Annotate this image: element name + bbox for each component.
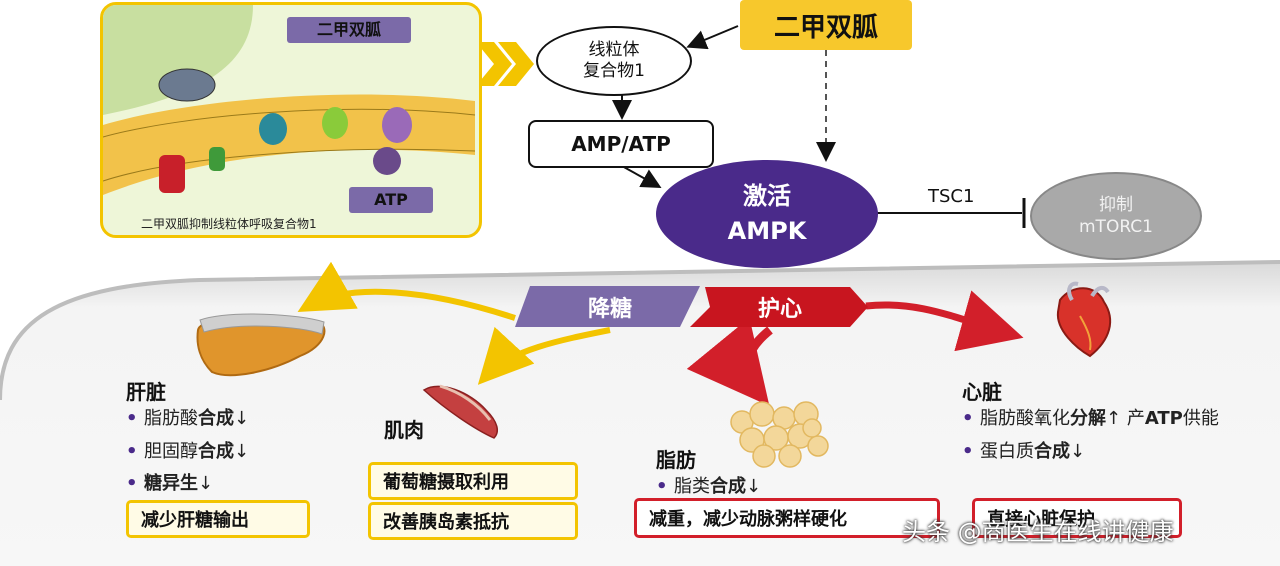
- list-item: 胆固醇合成↓: [126, 441, 356, 464]
- mtorc1-ellipse: 抑制 mTORC1: [1030, 172, 1202, 260]
- arrow-metformin-to-complex: [686, 25, 739, 50]
- mitochondria-illustration: [103, 5, 476, 195]
- banner-glucose: 降糖: [587, 296, 632, 322]
- liver-illustration: [196, 313, 326, 377]
- metformin-box: 二甲双胍: [740, 0, 912, 50]
- arrow-to-fat: [686, 317, 773, 406]
- list-item: 脂肪酸合成↓: [126, 408, 356, 431]
- list-item: 脂肪酸氧化分解↑ 产ATP供能: [962, 408, 1262, 431]
- inset-tag-metformin: 二甲双胍: [287, 17, 411, 43]
- chevron-arrows: [476, 42, 534, 86]
- muscle-heading: 肌肉: [384, 418, 424, 442]
- ampk-line1: 激活: [743, 182, 791, 211]
- banner-heart-shape: [690, 287, 868, 327]
- mito-complex-line1: 线粒体: [588, 39, 640, 60]
- muscle-outcome-box-2: 改善胰岛素抵抗: [368, 502, 578, 540]
- mtorc-line1: 抑制: [1099, 194, 1133, 215]
- liver-outcome-box: 减少肝糖输出: [126, 500, 310, 538]
- heart-effects-list: 脂肪酸氧化分解↑ 产ATP供能 蛋白质合成↓: [962, 408, 1262, 473]
- arrow-to-heart: [865, 290, 1024, 352]
- complex-i-shape: [159, 155, 185, 193]
- arrow-to-liver: [297, 261, 516, 321]
- muscle-illustration: [422, 384, 499, 439]
- mitochondria-inset: 二甲双胍 ATP 二甲双胍抑制线粒体呼吸复合物1: [100, 2, 482, 238]
- inset-caption: 二甲双胍抑制线粒体呼吸复合物1: [141, 217, 317, 231]
- muscle-outcome-box-1: 葡萄糖摄取利用: [368, 462, 578, 500]
- watermark-text: 头条 @商医生在线讲健康: [902, 518, 1174, 546]
- banner-glucose-shape: [515, 286, 700, 327]
- inset-tag-atp: ATP: [349, 187, 433, 213]
- fat-outcome-box: 减重，减少动脉粥样硬化: [634, 498, 940, 538]
- heart-outcome-box: 直接心脏保护: [972, 498, 1182, 538]
- mtorc-line2: mTORC1: [1079, 217, 1153, 237]
- heart-heading: 心脏: [962, 380, 1002, 404]
- amp-atp-box: AMP/ATP: [528, 120, 714, 168]
- fat-cells-illustration: [730, 401, 829, 468]
- list-item: 糖异生↓: [126, 473, 356, 496]
- mito-complex-line2: 复合物1: [583, 61, 645, 81]
- ampk-line2: AMPK: [727, 217, 807, 245]
- fat-heading: 脂肪: [656, 448, 696, 472]
- mito-complex-ellipse: 线粒体复合物1: [536, 26, 692, 96]
- liver-effects-list: 脂肪酸合成↓ 胆固醇合成↓ 糖异生↓: [126, 408, 356, 506]
- arrow-ampatp-to-ampk: [621, 165, 662, 188]
- fat-effects-list: 脂类合成↓: [656, 476, 856, 509]
- list-item: 脂类合成↓: [656, 476, 856, 499]
- tsc1-label: TSC1: [928, 186, 975, 207]
- banner-heart: 护心: [757, 297, 802, 322]
- arrow-to-muscle: [477, 326, 611, 385]
- ampk-ellipse: 激活 AMPK: [656, 160, 878, 268]
- heart-illustration: [1056, 281, 1112, 358]
- list-item: 蛋白质合成↓: [962, 441, 1262, 464]
- liver-heading: 肝脏: [126, 380, 166, 404]
